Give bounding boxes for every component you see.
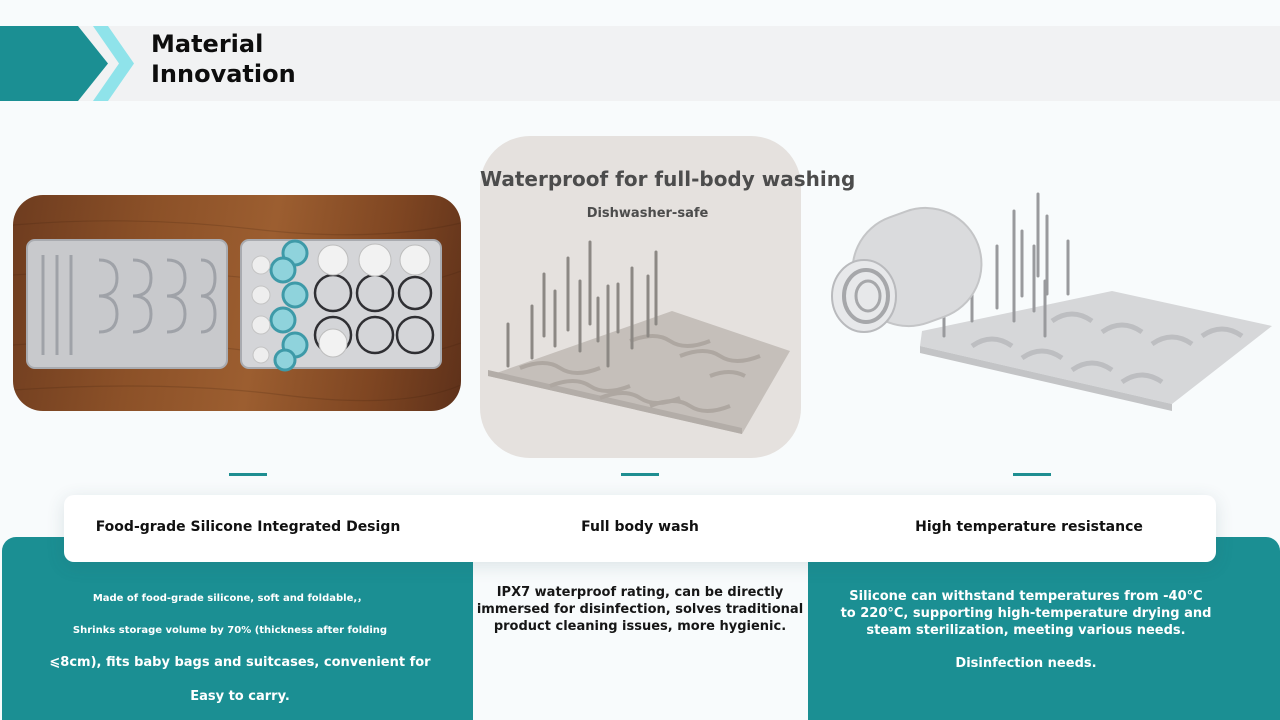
accent-divider — [229, 473, 267, 476]
center-image-subheading: Dishwasher-safe — [586, 206, 709, 221]
feature-label-silicone: Food-grade Silicone Integrated Design — [95, 519, 401, 535]
header-chevron-icon — [0, 26, 134, 101]
accent-divider — [621, 473, 659, 476]
product-photo-drying-rack — [480, 136, 801, 458]
feature-panel-left — [2, 537, 473, 720]
page-title: Material Innovation — [151, 30, 296, 88]
product-photo-rolled-mat — [822, 186, 1278, 416]
feature-panel-right — [808, 537, 1280, 720]
accent-divider — [1013, 473, 1051, 476]
header-band — [0, 26, 1280, 101]
product-photo-foldable-mats — [13, 195, 461, 411]
feature-label-bar — [64, 495, 1216, 562]
feature-label-full-body-wash: Full body wash — [581, 519, 699, 535]
feature-label-high-temp: High temperature resistance — [915, 519, 1143, 535]
center-image-heading: Waterproof for full-body washing — [480, 167, 856, 191]
